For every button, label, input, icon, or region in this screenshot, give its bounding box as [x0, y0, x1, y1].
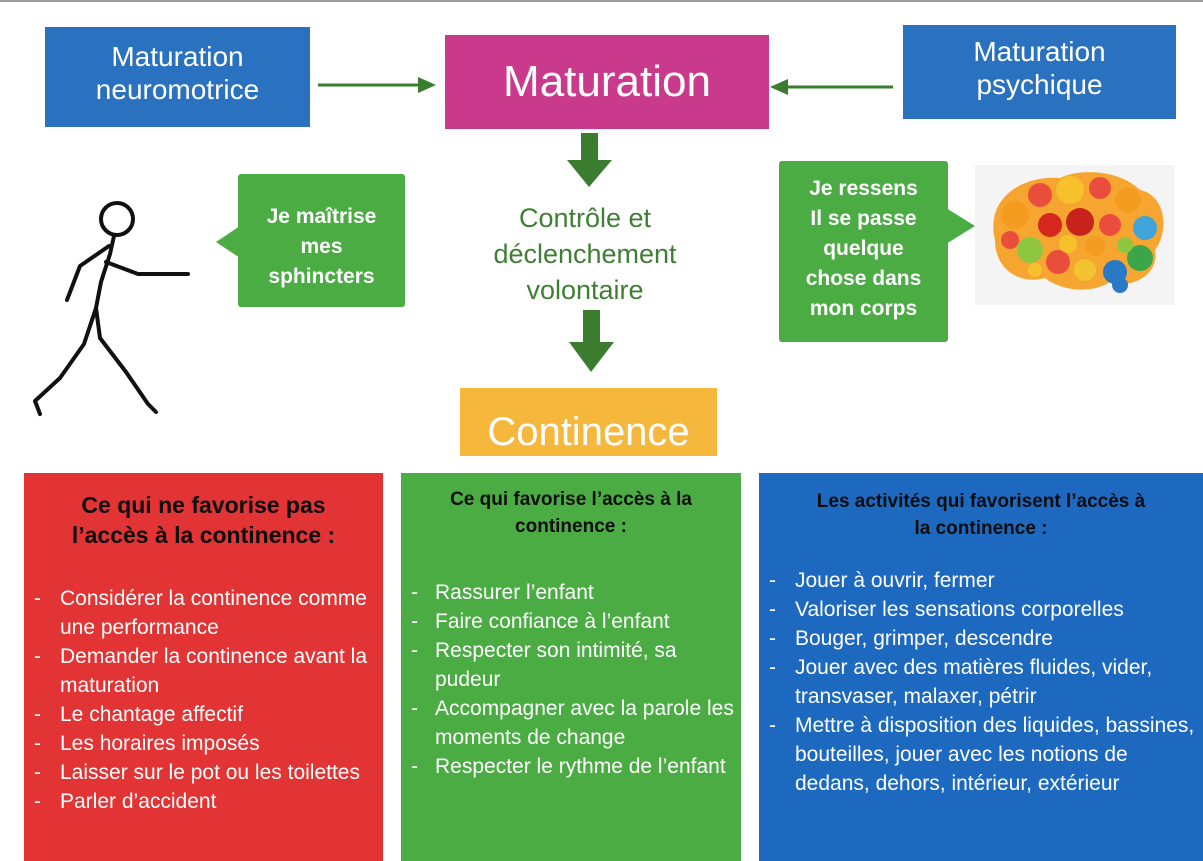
title-line: Ce qui ne favorise pas — [81, 492, 326, 518]
list-item: Rassurer l’enfant — [401, 578, 741, 607]
title-line: continence : — [515, 516, 627, 537]
maturation-box: Maturation — [445, 35, 769, 129]
callout-line: mes — [300, 235, 343, 258]
neuromotor-maturation-box: Maturation neuromotrice — [45, 27, 310, 127]
list-item: Parler d’accident — [24, 787, 383, 816]
callout-line: mon corps — [809, 297, 918, 320]
top-border — [0, 0, 1203, 2]
list-item: Demander la continence avant la maturati… — [24, 642, 383, 700]
title-line: l’accès à la continence : — [71, 522, 336, 548]
callout-right-pointer — [946, 208, 975, 244]
list-item: Jouer avec des matières fluides, vider, … — [759, 653, 1203, 711]
panel-title: Ce qui favorise l’accès à la continence … — [401, 473, 741, 540]
callout-line: sphincters — [268, 265, 375, 288]
arrow-left-icon — [770, 79, 893, 95]
control-line: volontaire — [526, 275, 644, 305]
list-item: Faire confiance à l’enfant — [401, 607, 741, 636]
arrow-down-icon — [569, 310, 614, 372]
panel-title: Les activités qui favorisent l’accès à l… — [759, 473, 1203, 542]
neuromotor-line: Maturation — [111, 41, 244, 72]
list-item: Valoriser les sensations corporelles — [759, 595, 1203, 624]
stick-figure-walking-icon — [33, 201, 190, 416]
continence-box: Continence — [460, 388, 717, 456]
callout-line: Je maîtrise — [266, 205, 377, 228]
continence-label: Continence — [487, 410, 690, 454]
list-item: Bouger, grimper, descendre — [759, 624, 1203, 653]
panel-list: Rassurer l’enfant Faire confiance à l’en… — [401, 578, 741, 781]
list-item: Considérer la continence comme une perfo… — [24, 584, 383, 642]
neuromotor-line: neuromotrice — [95, 74, 260, 105]
panel-list: Jouer à ouvrir, fermer Valoriser les sen… — [759, 566, 1203, 798]
arrow-right-icon — [318, 77, 436, 93]
list-item: Jouer à ouvrir, fermer — [759, 566, 1203, 595]
title-line: Ce qui favorise l’accès à la — [450, 489, 692, 510]
panel-list: Considérer la continence comme une perfo… — [24, 584, 383, 816]
list-item: Accompagner avec la parole les moments d… — [401, 694, 741, 752]
maturation-label: Maturation — [503, 57, 711, 106]
control-line: déclenchement — [493, 239, 677, 269]
panel-favor: Ce qui favorise l’accès à la continence … — [401, 473, 741, 861]
callout-feel: Je ressens Il se passe quelque chose dan… — [779, 161, 948, 342]
list-item: Le chantage affectif — [24, 700, 383, 729]
psychic-line: psychique — [976, 69, 1103, 100]
callout-line: chose dans — [805, 267, 922, 290]
psychic-line: Maturation — [973, 36, 1106, 67]
list-item: Les horaires imposés — [24, 729, 383, 758]
control-line: Contrôle et — [518, 203, 652, 233]
callout-sphincters: Je maîtrise mes sphincters — [238, 174, 405, 307]
title-line: la continence : — [914, 518, 1048, 539]
list-item: Respecter son intimité, sa pudeur — [401, 636, 741, 694]
callout-line: Je ressens — [809, 177, 918, 200]
gear-brain-icon — [975, 165, 1175, 305]
panel-not-favor: Ce qui ne favorise pas l’accès à la cont… — [24, 473, 383, 861]
panel-title: Ce qui ne favorise pas l’accès à la cont… — [24, 473, 383, 550]
callout-line: quelque — [823, 237, 904, 260]
list-item: Laisser sur le pot ou les toilettes — [24, 758, 383, 787]
panel-activities: Les activités qui favorisent l’accès à l… — [759, 473, 1203, 861]
list-item: Mettre à disposition des liquides, bassi… — [759, 711, 1203, 798]
list-item: Respecter le rythme de l’enfant — [401, 752, 741, 781]
callout-left-pointer — [216, 226, 240, 258]
arrow-down-icon — [567, 133, 612, 187]
psychic-maturation-box: Maturation psychique — [903, 25, 1176, 119]
control-text: Contrôle et déclenchement volontaire — [455, 200, 715, 308]
title-line: Les activités qui favorisent l’accès à — [816, 491, 1146, 512]
callout-line: Il se passe — [810, 207, 917, 230]
